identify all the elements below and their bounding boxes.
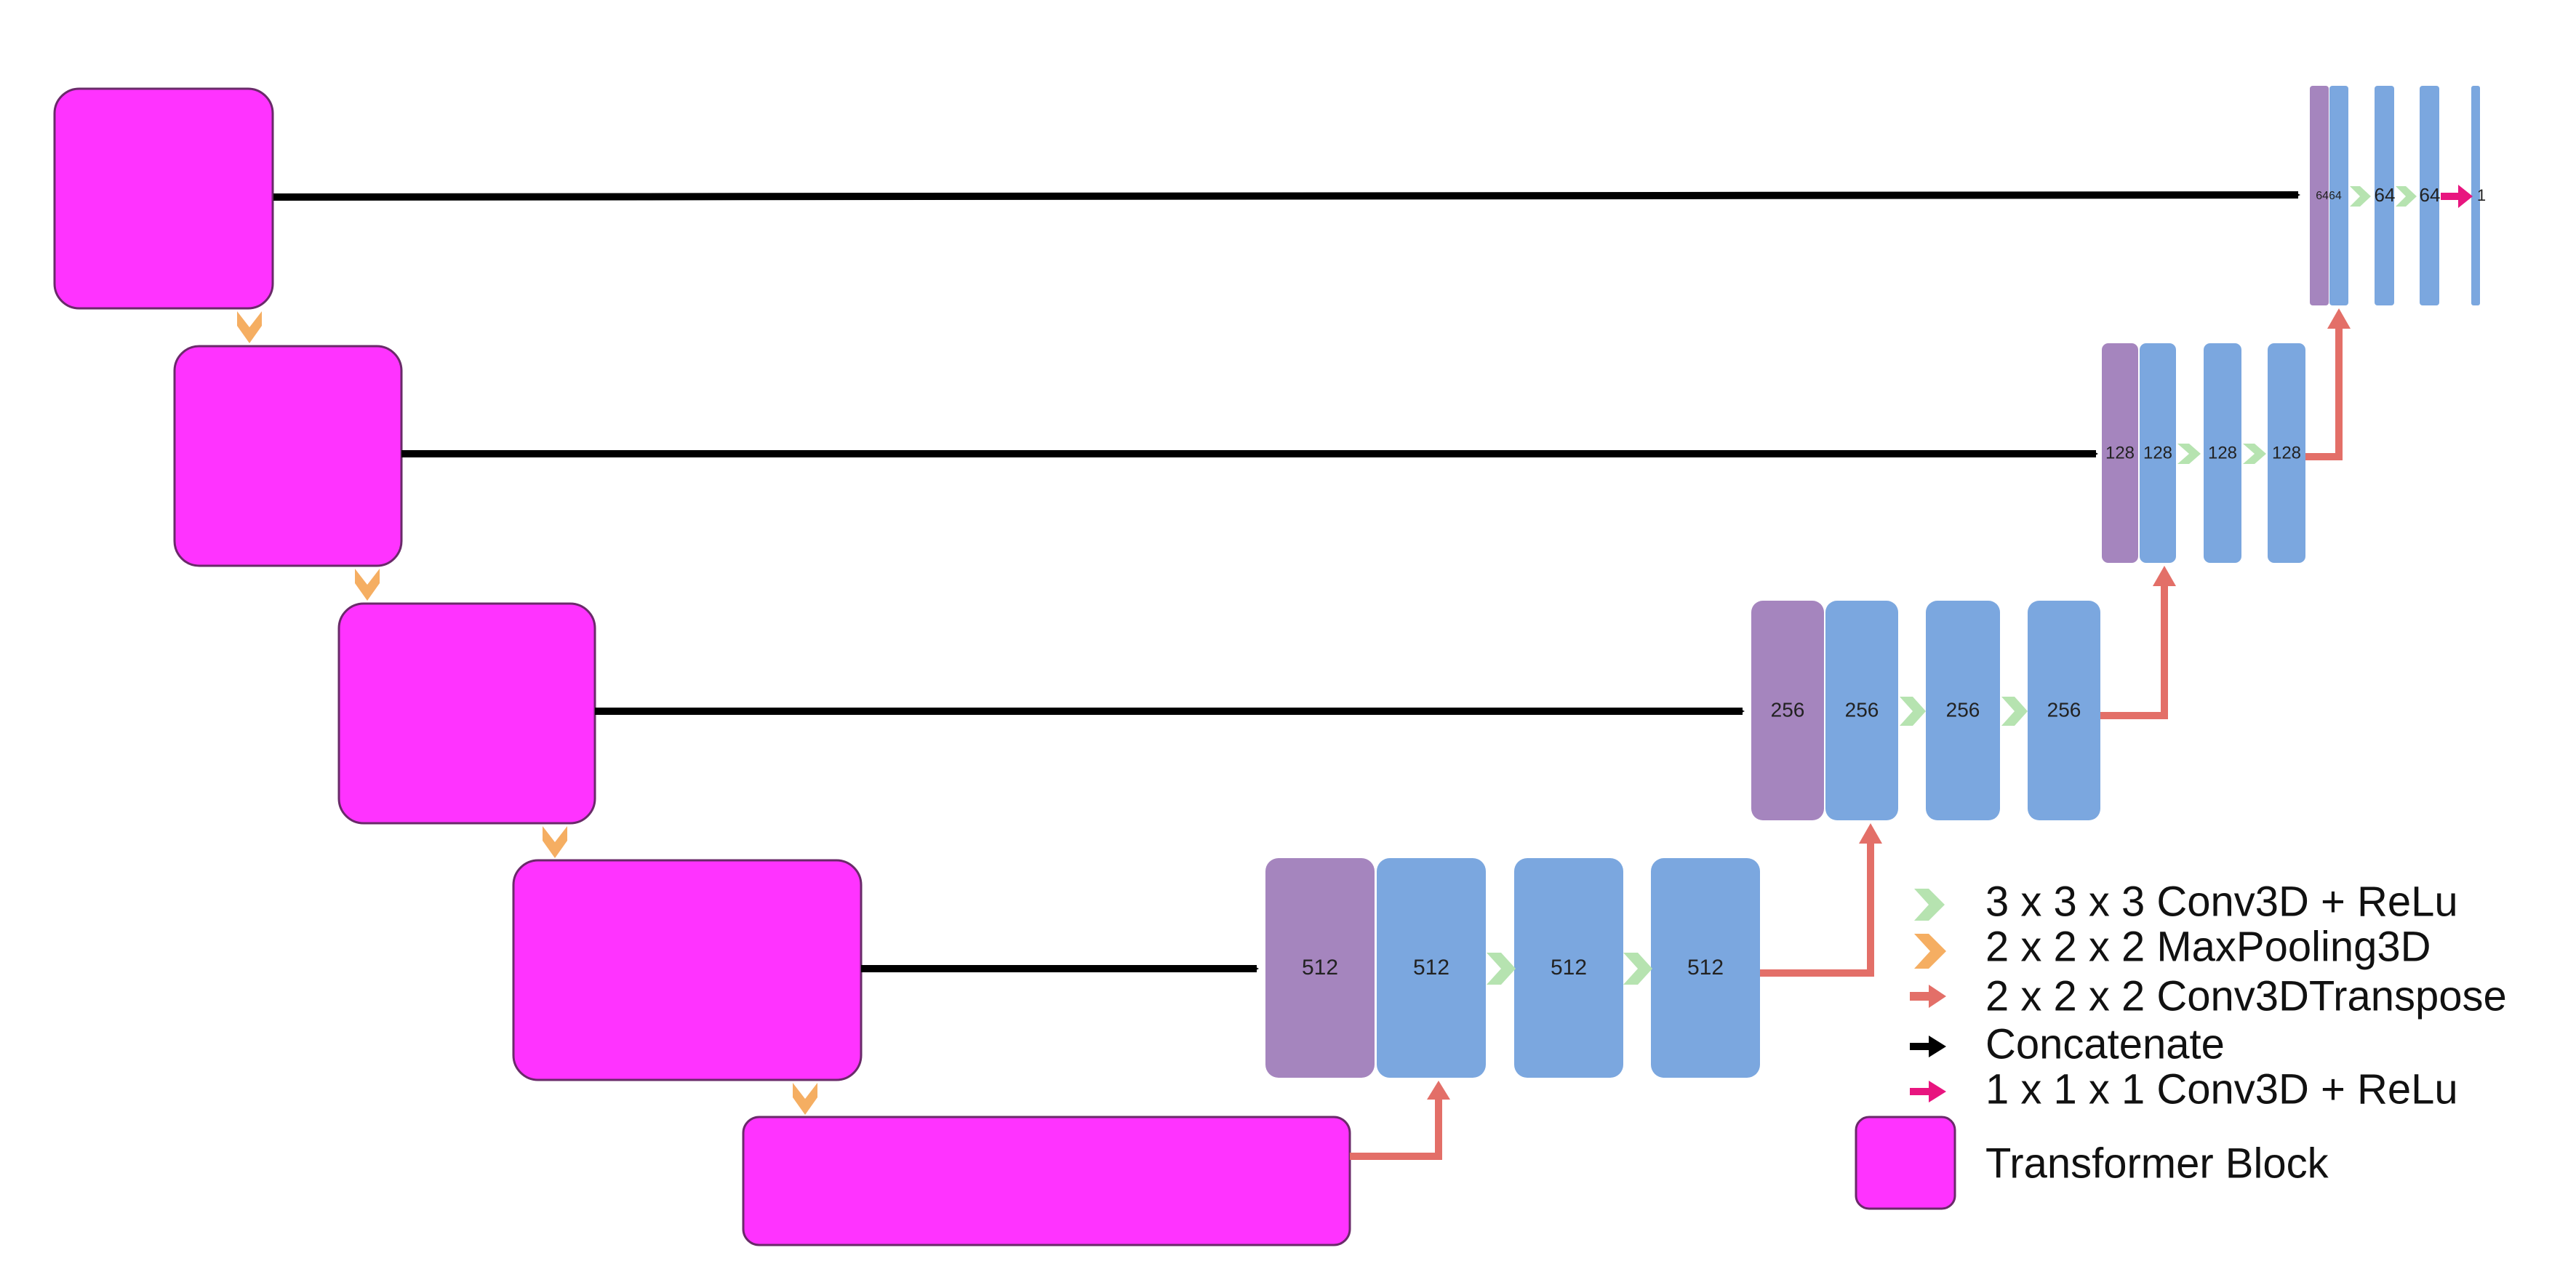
legend-label-transpose: 2 x 2 x 2 Conv3DTranspose	[1985, 972, 2507, 1020]
concat-arrows	[273, 191, 2300, 972]
conv-block-128-1	[2140, 343, 2176, 563]
conv-block-256-2	[1926, 601, 2000, 820]
decoder-level-2: 128 128 128 128	[2102, 343, 2305, 563]
legend-label-final-conv: 1 x 1 x 1 Conv3D + ReLu	[1985, 1065, 2458, 1113]
maxpool-arrow-1	[237, 311, 262, 343]
transpose-arrows	[1350, 327, 2343, 1160]
block-label-256-3: 256	[2047, 698, 2081, 721]
conv-block-128-3	[2268, 343, 2305, 563]
legend-final-conv-arrow-icon	[1910, 1081, 1946, 1102]
block-label-64-1: 64	[2375, 184, 2396, 206]
output-block	[2471, 86, 2480, 305]
conv-arrow-icon	[2177, 444, 2201, 464]
concat-block-64	[2310, 86, 2329, 305]
block-label-512-2: 512	[1551, 956, 1587, 980]
transformer-block-level-3	[337, 602, 596, 825]
concat-block-128	[2102, 343, 2138, 563]
concat-label-256: 256	[1771, 698, 1805, 721]
conv-arrow-icon	[2001, 697, 2028, 726]
final-output-label: 1	[2477, 186, 2486, 204]
concat-label-64: 6464	[2316, 190, 2342, 202]
block-label-128-2: 128	[2208, 443, 2237, 463]
maxpool-arrow-3	[543, 826, 567, 858]
maxpool-arrow-2	[355, 569, 380, 601]
legend-concat-arrow-icon	[1910, 1036, 1946, 1057]
conv-block-512-3	[1651, 858, 1760, 1078]
conv-block-256-3	[2028, 601, 2100, 820]
conv-arrow-icon	[2396, 186, 2417, 207]
block-label-128-1: 128	[2143, 443, 2172, 463]
transformer-block-bottleneck	[742, 1116, 1351, 1246]
conv-block-128-2	[2204, 343, 2241, 563]
conv-block-64-3	[2420, 86, 2439, 305]
concat-arrow-1	[273, 191, 2300, 201]
concat-block-256	[1751, 601, 1824, 820]
transpose-arrowheads	[1427, 308, 2351, 1100]
transpose-arrow-3	[2100, 585, 2168, 719]
transformer-block-level-4	[512, 859, 863, 1081]
legend-conv-arrow-icon	[1914, 889, 1945, 921]
block-label-256-1: 256	[1845, 698, 1879, 721]
encoder	[53, 87, 1351, 1246]
transformer-block-level-1	[53, 87, 274, 310]
decoder-level-4: 512 512 512 512	[1265, 858, 1760, 1078]
conv-arrow-icon	[1623, 953, 1652, 985]
transformer-block-level-2	[173, 345, 403, 567]
maxpool-arrow-4	[793, 1083, 817, 1115]
conv-arrow-icon	[1487, 953, 1516, 985]
conv-arrow-icon	[2243, 444, 2266, 464]
legend-label-maxpool: 2 x 2 x 2 MaxPooling3D	[1985, 923, 2431, 970]
block-label-512-3: 512	[1687, 956, 1724, 980]
block-label-512-1: 512	[1413, 956, 1449, 980]
transpose-arrow-2	[2305, 327, 2343, 460]
legend-maxpool-arrow-icon	[1914, 934, 1946, 969]
legend-label-concat: Concatenate	[1985, 1020, 2225, 1068]
legend-transpose-arrow-icon	[1910, 985, 1946, 1008]
conv-arrow-icon	[1900, 697, 1926, 726]
block-label-64-2: 64	[2420, 184, 2441, 206]
legend-label-conv: 3 x 3 x 3 Conv3D + ReLu	[1985, 878, 2458, 925]
transpose-arrow-4	[1760, 842, 1874, 977]
concat-label-128: 128	[2105, 443, 2135, 463]
concat-label-512: 512	[1302, 956, 1338, 980]
conv-block-64-2	[2375, 86, 2394, 305]
block-label-128-3: 128	[2272, 443, 2301, 463]
conv-block-64-1	[2329, 86, 2348, 305]
legend-transformer-block-icon	[1855, 1116, 1956, 1210]
conv-block-512-1	[1377, 858, 1486, 1078]
decoder-level-3: 256 256 256 256	[1751, 601, 2100, 820]
conv-block-256-1	[1825, 601, 1898, 820]
conv-arrow-icon	[2350, 186, 2371, 207]
maxpool-arrows	[237, 311, 817, 1115]
legend-label-transformer: Transformer Block	[1985, 1140, 2329, 1187]
transpose-arrow-bottleneck	[1350, 1098, 1442, 1160]
legend: 3 x 3 x 3 Conv3D + ReLu 2 x 2 x 2 MaxPoo…	[1855, 878, 2507, 1210]
block-label-256-2: 256	[1946, 698, 1980, 721]
decoder-level-1: 6464 64 64 1	[2310, 86, 2486, 305]
final-conv-arrowhead	[2458, 185, 2473, 208]
concat-block-512	[1265, 858, 1375, 1078]
conv-block-512-2	[1514, 858, 1623, 1078]
